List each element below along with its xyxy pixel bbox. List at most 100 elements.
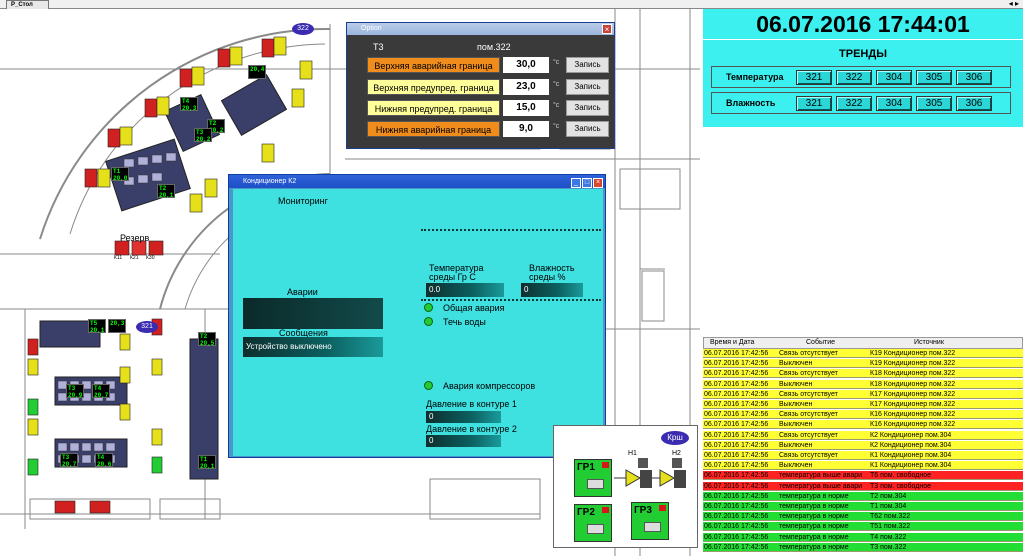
save-button[interactable]: Запись [566,100,609,116]
conditioner-title-bar[interactable]: Кондиционер К2 _□× [229,175,605,188]
conditioner-title: Кондиционер К2 [243,178,297,185]
threshold-value-input[interactable]: 30,0 [503,57,549,73]
compressor-alarm-indicator [424,381,433,390]
trend-hum-304-button[interactable]: 304 [876,96,912,111]
sensor-tag[interactable]: T3 20,2 [194,128,212,143]
table-cell: 06.07.2016 17:42:56 [704,441,769,449]
close-icon[interactable]: × [593,178,603,188]
column-header[interactable]: Событие [806,339,835,346]
sensor-tag[interactable]: 20,4 [248,65,266,79]
scroll-arrows[interactable]: ◂ ▸ [1008,0,1019,8]
sensor-tag[interactable]: 20,3 [108,319,126,333]
sensor-tag[interactable]: T1 20,1 [198,455,216,470]
trend-hum-322-button[interactable]: 322 [836,96,872,111]
compressor-alarm-label: Авария компрессоров [443,381,536,391]
room-badge-322[interactable]: 322 [292,23,314,35]
trend-temp-304-button[interactable]: 304 [876,70,912,85]
column-header[interactable]: Время и Дата [710,339,755,346]
group-3-button[interactable]: ГР3 [631,502,669,540]
reserve-unit[interactable]: К11 [114,255,123,261]
table-cell: 06.07.2016 17:42:56 [704,513,769,521]
trend-temp-305-button[interactable]: 305 [916,70,952,85]
table-cell: Т1 пом.304 [870,503,907,510]
general-alarm-indicator [424,303,433,312]
table-cell: температура в норме [779,513,849,521]
save-button[interactable]: Запись [566,121,609,137]
table-row[interactable]: 06.07.2016 17:42:56 температура в норме Т1… [703,502,1023,511]
events-table: Время и Дата Событие Источник 06.07.2016… [703,337,1023,556]
table-cell: Выключен [779,401,813,408]
sensor-tag[interactable]: T2 20,2 [207,119,225,134]
tab-r-stol[interactable]: Р_Стол [6,0,49,9]
maximize-icon[interactable]: □ [582,178,592,188]
minimize-icon[interactable]: _ [571,178,581,188]
trend-temp-322-button[interactable]: 322 [836,70,872,85]
table-cell: 06.07.2016 17:42:56 [704,370,769,378]
table-cell: Т51 пом.322 [870,523,911,531]
group-label: ГР3 [634,505,652,516]
trend-hum-305-button[interactable]: 305 [916,96,952,111]
pump-h1-icon [625,458,652,488]
table-cell: К1 Кондиционер пом.304 [870,452,952,459]
krsh-badge[interactable]: Крш [661,431,689,445]
threshold-value-input[interactable]: 23,0 [503,79,549,95]
temp-value: 0.0 [426,283,504,297]
table-row[interactable]: 06.07.2016 17:42:56 температура в норме Т6… [703,512,1023,522]
sensor-tag[interactable]: T3 20,7 [60,453,78,468]
table-cell: Т62 пом.322 [870,513,911,521]
table-cell: Связь отсутствует [779,411,838,419]
alarms-label: Аварии [287,287,318,297]
table-cell: температура выше авари [779,482,863,490]
trend-hum-321-button[interactable]: 321 [796,96,832,111]
sensor-tag[interactable]: T2 20,5 [198,332,216,347]
trend-hum-306-button[interactable]: 306 [956,96,992,111]
column-header[interactable]: Источник [914,339,944,346]
table-cell: 06.07.2016 17:42:56 [704,350,769,357]
table-cell: К17 Кондиционер пом.322 [870,401,956,408]
trend-temp-306-button[interactable]: 306 [956,70,992,85]
table-cell: 06.07.2016 17:42:56 [704,360,769,368]
sensor-tag[interactable]: T1 20,0 [111,167,129,182]
reserve-unit[interactable]: К30 [146,255,155,261]
reserve-unit[interactable]: К21 [130,255,139,261]
save-button[interactable]: Запись [566,79,609,95]
sensor-tag[interactable]: T5 20,1 [88,319,106,334]
sensor-tag[interactable]: T4 20,6 [95,453,113,468]
threshold-value-input[interactable]: 15,0 [503,100,549,116]
room-badge-321[interactable]: 321 [136,321,158,333]
threshold-value-input[interactable]: 9,0 [503,121,549,137]
table-cell: 06.07.2016 17:42:56 [704,533,769,541]
group-2-button[interactable]: ГР2 [574,504,612,542]
close-icon[interactable]: × [602,24,612,34]
temp-label-2: среды Гр С [429,272,476,282]
sensor-tag[interactable]: T4 20,7 [92,384,110,399]
options-title-bar[interactable]: Option × [347,23,614,35]
trend-temp-321-button[interactable]: 321 [796,70,832,85]
sensor-tag[interactable]: T4 20,3 [180,97,198,112]
table-cell: температура в норме [779,503,849,510]
sensor-tag[interactable]: T3 20,9 [66,384,84,399]
group-label: ГР2 [577,507,595,518]
group-1-button[interactable]: ГР1 [574,459,612,497]
table-cell: 06.07.2016 17:42:56 [704,503,769,510]
save-button[interactable]: Запись [566,57,609,73]
sensor-tag[interactable]: T2 20,1 [157,184,175,199]
